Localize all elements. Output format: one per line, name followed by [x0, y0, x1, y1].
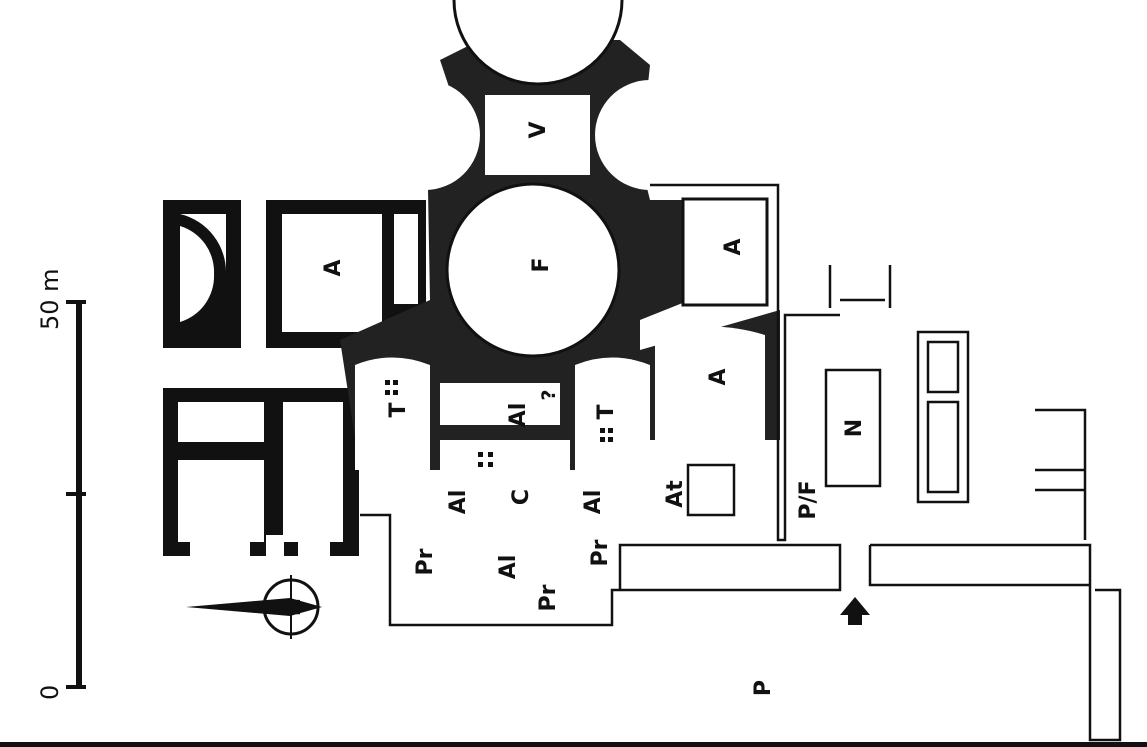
- rotunda-F: [445, 182, 621, 358]
- label-Al-upper: Al: [506, 403, 531, 428]
- label-Al-sw: Al: [581, 490, 606, 515]
- label-A-e: A: [706, 368, 731, 385]
- label-A-ne: A: [721, 238, 746, 255]
- label-A-west: A: [321, 259, 346, 276]
- label-V: V: [526, 121, 551, 138]
- label-PF: P/F: [796, 480, 821, 519]
- frame-bottom-line: [0, 742, 1147, 747]
- west-annex: [163, 200, 426, 556]
- scale-label-0: 0: [36, 685, 64, 700]
- label-F: F: [529, 257, 554, 272]
- label-Al-bottom: Al: [496, 555, 521, 580]
- label-P: P: [751, 680, 776, 696]
- scale-label-50m: 50 m: [36, 268, 64, 330]
- central-complex: [340, 0, 780, 540]
- outer-enclosure: [360, 183, 1122, 742]
- label-Al-nw: Al: [446, 490, 471, 515]
- label-At: At: [663, 480, 688, 508]
- label-Pr-south: Pr: [536, 584, 561, 611]
- compass-north-label: N: [281, 598, 306, 616]
- label-T-north: T: [386, 402, 411, 417]
- label-Pr-west: Pr: [413, 548, 438, 575]
- label-N: N: [842, 419, 867, 437]
- column-markers: [385, 380, 613, 467]
- label-C: C: [509, 489, 534, 505]
- entrance-arrow-icon: [840, 597, 870, 625]
- north-arrow-icon: N: [186, 575, 322, 639]
- label-Al-question: ?: [538, 389, 560, 400]
- label-Pr-center: Pr: [588, 539, 613, 566]
- label-T-south: T: [594, 404, 619, 419]
- scale-bar: 50 m 0: [36, 268, 86, 700]
- room-labels: V F A A A T T Al ? Al Al Al C At N Pr Pr…: [321, 121, 867, 696]
